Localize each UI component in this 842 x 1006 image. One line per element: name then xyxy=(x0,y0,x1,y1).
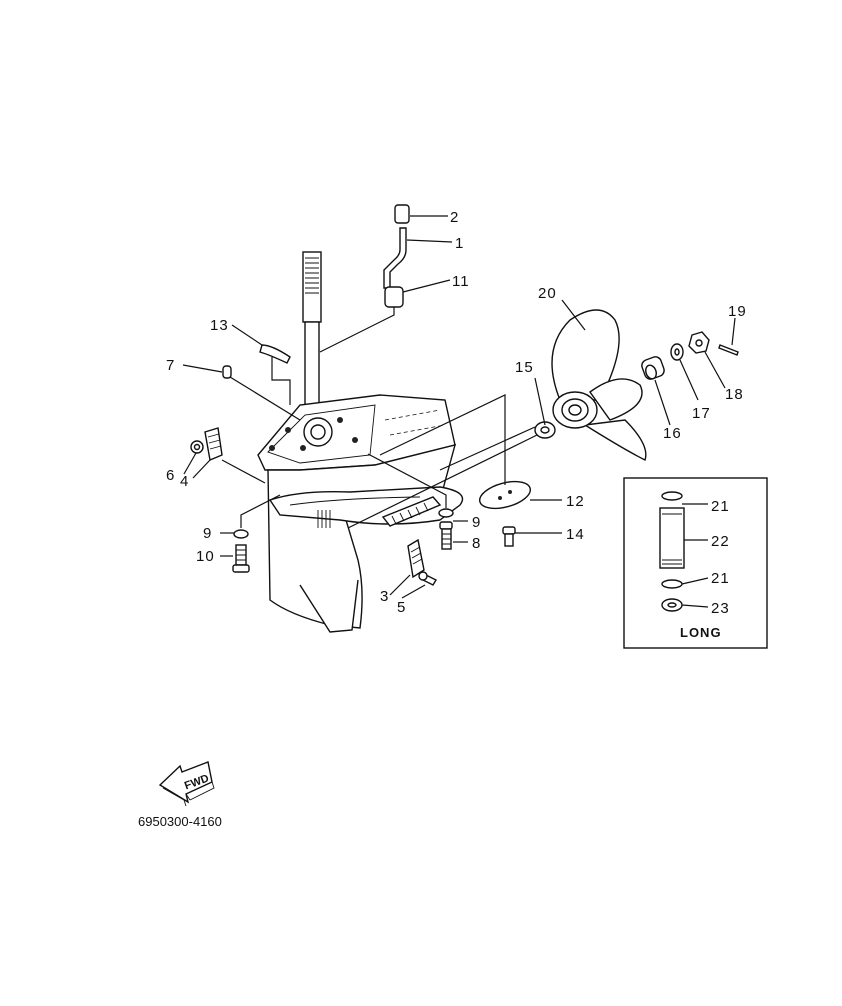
callout-4: 4 xyxy=(180,473,189,490)
callout-9-right: 9 xyxy=(472,514,481,531)
lower-casing xyxy=(257,394,464,633)
propeller-assembly xyxy=(534,309,739,461)
callout-13: 11 xyxy=(452,273,470,290)
callout-labels: 2 1 11 13 7 6 4 9 10 9 8 3 5 12 14 15 20… xyxy=(166,209,747,616)
leader-lines xyxy=(182,215,736,599)
callout-15: 15 xyxy=(515,359,534,376)
drive-shaft xyxy=(302,251,322,418)
inset-label: LONG xyxy=(680,625,722,640)
callout-6: 6 xyxy=(166,467,175,484)
callout-23: 23 xyxy=(711,600,730,617)
callout-9-left: 9 xyxy=(203,525,212,542)
callout-3: 3 xyxy=(380,588,389,605)
callout-21-top: 21 xyxy=(711,498,730,515)
callout-16: 16 xyxy=(663,425,682,442)
long-shaft-inset: 21 22 21 23 LONG xyxy=(623,477,768,649)
callout-10: 10 xyxy=(196,548,215,565)
callout-19: 19 xyxy=(728,303,747,320)
callout-5: 5 xyxy=(397,599,406,616)
callout-14: 13 xyxy=(210,317,229,334)
callout-7: 7 xyxy=(166,357,175,374)
callout-2: 2 xyxy=(450,209,459,226)
callout-8: 8 xyxy=(472,535,481,552)
callout-11: 12 xyxy=(566,493,585,510)
callout-18: 18 xyxy=(725,386,744,403)
water-tube-assembly xyxy=(383,204,410,308)
callout-22: 22 xyxy=(711,533,730,550)
callout-17: 17 xyxy=(692,405,711,422)
catalog-code: 6950300-4160 xyxy=(138,814,222,829)
fwd-arrow-icon: FWD xyxy=(158,761,215,807)
callout-21-bottom: 21 xyxy=(711,570,730,587)
callout-12: 14 xyxy=(566,526,585,543)
small-parts xyxy=(190,344,454,586)
callout-20: 20 xyxy=(538,285,557,302)
callout-1: 1 xyxy=(455,235,464,252)
trim-tab-plate xyxy=(478,480,532,547)
